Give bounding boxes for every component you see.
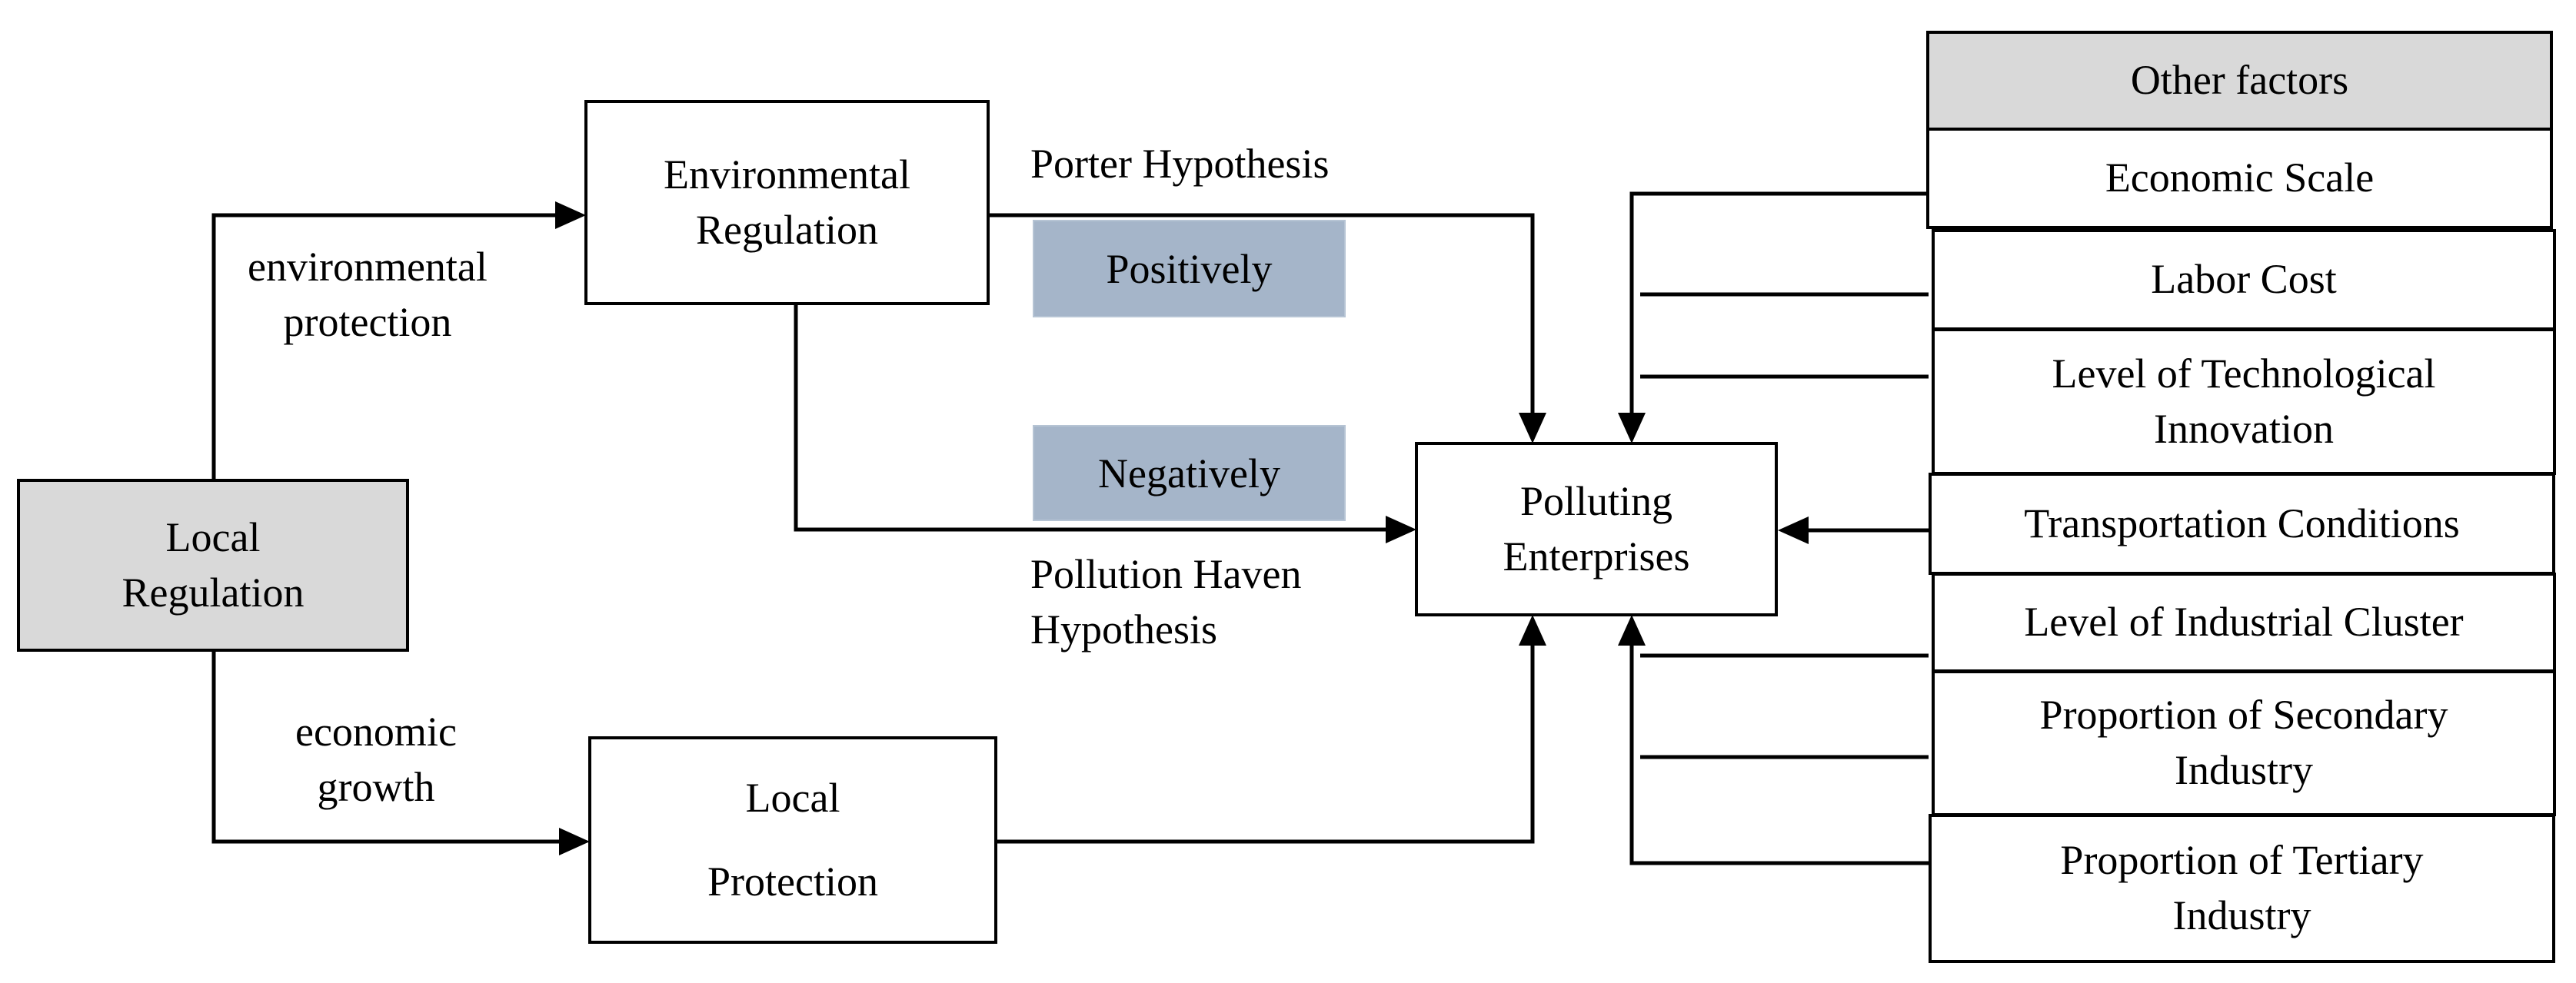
factor-bus-top xyxy=(1629,191,1929,427)
polluting-enterprises-box: Polluting Enterprises xyxy=(1415,442,1778,616)
factor-tertiary-industry-line-2: Industry xyxy=(2172,892,2311,938)
edge-protection-to-polluting xyxy=(997,634,1535,844)
arrowhead xyxy=(555,201,586,229)
factor-labor-cost-text: Labor Cost xyxy=(2151,256,2337,303)
factor-tertiary-industry-line-1: Proportion of Tertiary xyxy=(2060,837,2424,884)
environmental-regulation-box: Environmental Regulation xyxy=(584,100,990,305)
arrowhead xyxy=(1778,516,1809,544)
environmental-protection-line-1: environmental xyxy=(248,244,488,290)
environmental-protection-line-2: protection xyxy=(283,298,452,345)
positively-tag: Positively xyxy=(1033,220,1346,317)
polluting-enterprises-line-2: Enterprises xyxy=(1503,533,1690,580)
negatively-tag: Negatively xyxy=(1033,425,1346,521)
factor-secondary-industry: Proportion of Secondary Industry xyxy=(1932,670,2556,816)
local-protection-line-1: Local xyxy=(745,774,840,821)
pollution-haven-line-1: Pollution Haven xyxy=(1030,551,1302,597)
factor-technological-innovation-line-2: Innovation xyxy=(2154,405,2334,452)
local-protection-line-2: Protection xyxy=(707,858,878,905)
factor-technological-innovation-line-1: Level of Technological xyxy=(2052,350,2436,397)
factor-industrial-cluster: Level of Industrial Cluster xyxy=(1932,573,2556,672)
factor-transportation-conditions-text: Transportation Conditions xyxy=(2024,500,2460,546)
arrowhead xyxy=(1519,615,1546,646)
pollution-haven-label: Pollution Haven Hypothesis xyxy=(1030,547,1301,658)
local-regulation-line-2: Regulation xyxy=(121,569,305,616)
factor-economic-scale: Economic Scale xyxy=(1926,128,2553,229)
polluting-enterprises-line-1: Polluting xyxy=(1519,477,1673,524)
factor-transportation-conditions: Transportation Conditions xyxy=(1929,473,2555,575)
other-factors-header-text: Other factors xyxy=(2130,57,2349,104)
factor-secondary-industry-line-2: Industry xyxy=(2175,747,2313,793)
factor-labor-cost: Labor Cost xyxy=(1932,229,2556,330)
economic-growth-label: economic growth xyxy=(295,705,457,815)
edge-porter xyxy=(988,213,1535,427)
other-factors-header: Other factors xyxy=(1926,31,2553,131)
arrowhead xyxy=(559,828,590,855)
factor-tertiary-industry: Proportion of Tertiary Industry xyxy=(1929,814,2555,963)
factor-secondary-industry-line-1: Proportion of Secondary xyxy=(2039,692,2448,739)
edge-local-to-environmental xyxy=(211,213,569,479)
pollution-haven-line-2: Hypothesis xyxy=(1030,606,1217,653)
factor-industrial-cluster-text: Level of Industrial Cluster xyxy=(2024,599,2464,646)
factor-technological-innovation: Level of Technological Innovation xyxy=(1932,328,2556,475)
local-regulation-line-1: Local xyxy=(165,513,261,560)
environmental-protection-label: environmental protection xyxy=(248,240,488,350)
porter-hypothesis-label: Porter Hypothesis xyxy=(1030,141,1330,187)
arrowhead xyxy=(1618,413,1646,443)
economic-growth-line-2: growth xyxy=(317,763,435,810)
factor-bus-bottom xyxy=(1629,634,1929,865)
arrowhead xyxy=(1519,413,1546,443)
local-regulation-box: Local Regulation xyxy=(17,479,409,652)
economic-growth-line-1: economic xyxy=(295,709,457,755)
environmental-regulation-line-1: Environmental xyxy=(664,151,910,198)
arrowhead xyxy=(1618,615,1646,646)
environmental-regulation-line-2: Regulation xyxy=(696,206,878,253)
edge-pollution-haven xyxy=(794,305,1392,532)
local-protection-box: Local Protection xyxy=(588,736,997,944)
edge-local-to-protection xyxy=(211,652,573,844)
factor-economic-scale-text: Economic Scale xyxy=(2105,154,2375,201)
arrowhead xyxy=(1386,516,1416,543)
